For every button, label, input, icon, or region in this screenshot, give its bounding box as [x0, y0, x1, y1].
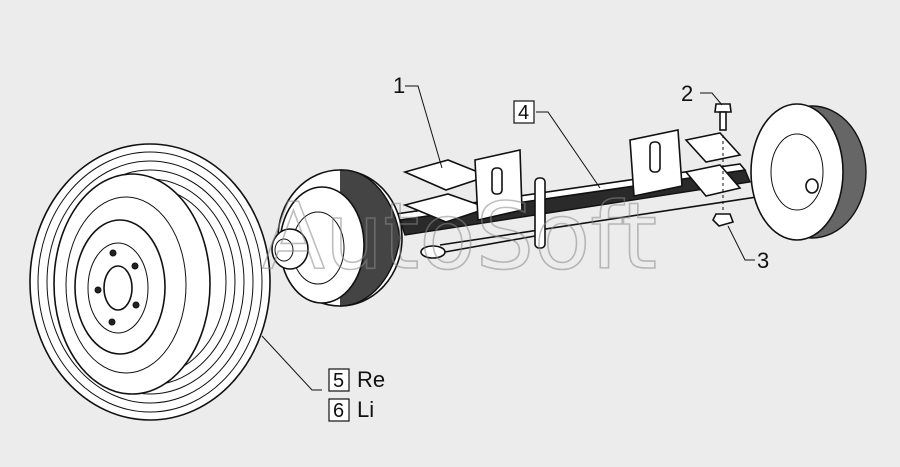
watermark-text: AutoSoft [262, 183, 657, 290]
callout-5-text: Re [357, 367, 385, 392]
right-brake-drum [750, 103, 867, 241]
callout-4-box [513, 100, 535, 124]
spring-brackets [402, 129, 742, 223]
nut-icon [712, 213, 735, 227]
callout-6-number: 6 [333, 400, 344, 422]
lug-nut-icon [132, 301, 140, 309]
callout-3-label: 3 [757, 248, 769, 273]
left-brake-drum [271, 169, 403, 307]
callout-2-label: 2 [681, 81, 693, 106]
lug-nut-icon [131, 262, 139, 270]
bolt-icon [714, 103, 732, 131]
callout-5-number: 5 [333, 370, 344, 392]
lug-nut-icon [109, 249, 117, 257]
callout-4-label: 4 [518, 102, 529, 124]
shackle [420, 177, 546, 259]
callout-6-text: Li [357, 397, 374, 422]
callout-6-box [328, 398, 350, 422]
callout-5-box [328, 368, 350, 392]
lug-nut-icon [94, 286, 102, 294]
leader-lines [261, 85, 755, 391]
left-wheel [29, 143, 271, 421]
lug-nut-icon [108, 318, 116, 326]
callout-1-label: 1 [393, 73, 405, 98]
